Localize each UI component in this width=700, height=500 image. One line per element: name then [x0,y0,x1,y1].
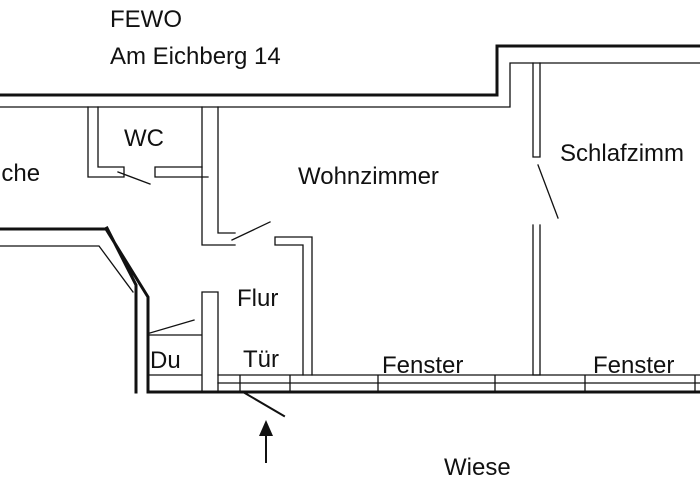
living-door-swing [231,221,271,241]
shower-walls [147,291,219,393]
living-bedroom-wall-bottom [532,224,541,376]
shower-door-swing [149,319,195,334]
hall-living-wall [201,106,236,246]
room-label-kitchen: üche [0,160,41,187]
outer-wall-inner-line [0,62,700,293]
window-label-1: Fenster [382,352,464,379]
room-label-hall: Flur [237,285,279,312]
hall-partition [274,236,313,376]
opening-frames [217,374,700,393]
wc-door-swing [117,171,151,185]
property-address: Am Eichberg 14 [110,43,281,70]
wc-walls [87,106,209,178]
outside-label-meadow: Wiese [444,454,511,481]
door-label: Tür [243,346,279,373]
living-bedroom-wall-top [532,62,541,158]
room-label-wc: WC [124,125,164,152]
bedroom-door-swing [537,164,559,219]
window-label-2: Fenster [593,352,675,379]
property-name: FEWO [110,6,182,33]
room-label-shower: Du [150,347,181,374]
room-label-bedroom: Schlafzimm [560,140,685,167]
entrance-door-swing [241,390,286,418]
room-label-living-room: Wohnzimmer [298,163,439,190]
entrance-arrow-icon [259,420,273,436]
outer-wall [0,44,700,394]
